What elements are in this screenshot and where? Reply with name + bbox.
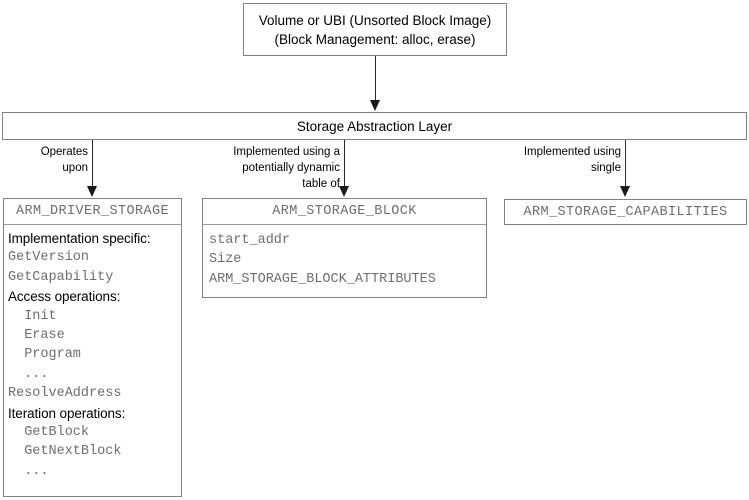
edge-label-operates-upon: Operates upon (40, 146, 88, 174)
arm-driver-storage-header: ARM_DRIVER_STORAGE (4, 199, 181, 225)
arm-driver-storage-members: Implementation specific: GetVersion GetC… (4, 225, 181, 481)
connector-sal-to-block (344, 140, 345, 188)
edge-label-implemented-using-single: Implemented using single (523, 146, 621, 174)
driver-row-getblock: GetBlock (8, 425, 90, 441)
driver-row-iteration-ellipsis: ... (8, 463, 49, 479)
arm-storage-block-members: start_addr Size ARM_STORAGE_BLOCK_ATTRIB… (203, 225, 486, 289)
volume-ubi-box: Volume or UBI (Unsorted Block Image) (Bl… (243, 3, 507, 56)
connector-volume-to-sal (375, 56, 376, 102)
arrowhead-sal-to-block (339, 186, 349, 197)
arm-storage-capabilities-box: ARM_STORAGE_CAPABILITIES (504, 199, 747, 225)
driver-row-init: Init (8, 308, 57, 324)
arrowhead-sal-to-capabilities (620, 186, 630, 197)
arm-storage-block-box: ARM_STORAGE_BLOCK start_addr Size ARM_ST… (202, 198, 487, 298)
arrowhead-volume-to-sal (370, 100, 380, 111)
driver-row-erase: Erase (8, 328, 65, 344)
driver-row-access-ellipsis: ... (8, 366, 49, 382)
arm-storage-capabilities-title: ARM_STORAGE_CAPABILITIES (523, 204, 728, 220)
arrowhead-sal-to-driver (87, 186, 97, 197)
arm-driver-storage-title: ARM_DRIVER_STORAGE (15, 204, 170, 219)
storage-abstraction-layer-label: Storage Abstraction Layer (296, 118, 453, 134)
block-row-size: Size (209, 252, 242, 268)
driver-row-iteration-operations: Iteration operations: (8, 405, 126, 421)
connector-sal-to-capabilities (625, 140, 626, 188)
storage-abstraction-layer-box: Storage Abstraction Layer (2, 112, 747, 140)
driver-row-getnextblock: GetNextBlock (8, 444, 122, 460)
driver-row-getcapability: GetCapability (8, 269, 114, 285)
driver-row-getversion: GetVersion (8, 250, 90, 266)
block-row-start-addr: start_addr (209, 233, 291, 248)
driver-row-implementation-specific: Implementation specific: (8, 231, 151, 246)
arm-storage-block-title: ARM_STORAGE_BLOCK (272, 204, 417, 219)
edge-label-implemented-using-table: Implemented using a potentially dynamic … (233, 146, 340, 190)
driver-row-program: Program (8, 347, 81, 363)
block-row-attributes: ARM_STORAGE_BLOCK_ATTRIBUTES (209, 271, 436, 287)
volume-ubi-line-2: (Block Management: alloc, erase) (274, 31, 476, 47)
volume-ubi-line-1: Volume or UBI (Unsorted Block Image) (258, 12, 492, 28)
driver-row-access-operations: Access operations: (8, 289, 121, 305)
arm-driver-storage-box: ARM_DRIVER_STORAGE Implementation specif… (3, 198, 182, 497)
driver-row-resolveaddress: ResolveAddress (8, 386, 122, 402)
connector-sal-to-driver (92, 140, 93, 188)
arm-storage-block-header: ARM_STORAGE_BLOCK (203, 199, 486, 225)
